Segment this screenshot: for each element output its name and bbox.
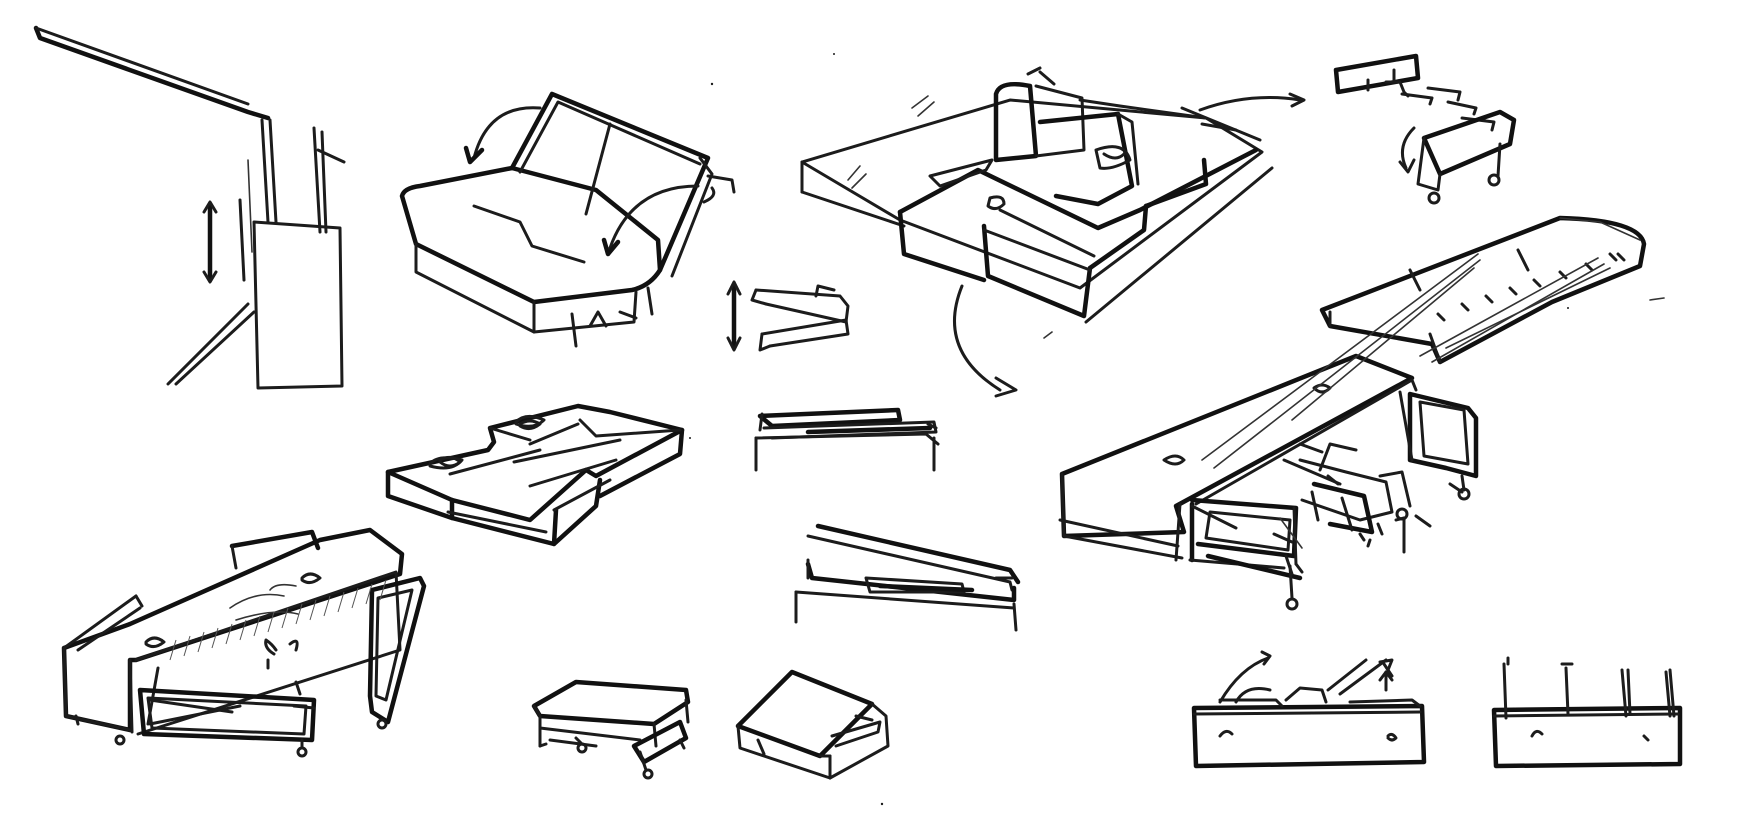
stray-marks: [689, 53, 1665, 806]
folding-cushion-blocks-sketch: [385, 403, 685, 547]
vent-lid-frame-sketch: [1191, 650, 1427, 769]
slide-out-bench-sketch: [1333, 53, 1517, 205]
stool-table-sketch: [531, 679, 691, 780]
storage-base-sketch: [61, 527, 427, 758]
hinged-shelf-sketch: [754, 407, 940, 472]
folding-sofa-sketch: [399, 91, 736, 348]
hinge-bracket-sketch: [726, 280, 850, 352]
seat-cushion-sketch: [1319, 215, 1647, 365]
bed-posts-frame-sketch: [1491, 656, 1683, 769]
modular-platform-sketch: [800, 66, 1306, 398]
storage-bed-frame-sketch: [1058, 253, 1611, 611]
lidded-box-sketch: [735, 669, 890, 780]
clothes-rail-sketch: [33, 25, 346, 390]
tilting-shelf-sketch: [794, 523, 1021, 632]
